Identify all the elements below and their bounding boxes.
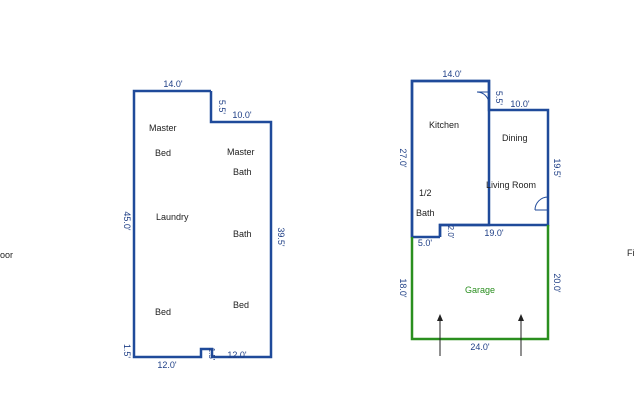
left-dim-top: 14.0' xyxy=(163,79,183,89)
garage-dim-right: 20.0' xyxy=(552,273,562,293)
left-edge-label: oor xyxy=(0,250,13,260)
right-floor-plan: 14.0' 5.5' 10.0' 27.0' 19.5' 5.0' 2.0' 1… xyxy=(398,69,562,356)
garage-dim-left: 18.0' xyxy=(398,278,408,298)
left-dim-step-left: 1.5' xyxy=(122,344,132,359)
room-living: Living Room xyxy=(486,180,536,190)
left-dim-bottom-right: 12.0' xyxy=(227,350,247,360)
room-master-bed-line1: Master xyxy=(149,123,177,133)
door-swing-top xyxy=(476,91,490,105)
room-master-bath-line2: Bath xyxy=(233,167,252,177)
left-floor-plan: 14.0' 5.5' 10.0' 45.0' 39.5' 12.0' 12.0'… xyxy=(122,79,286,370)
right-edge-label: Fi xyxy=(627,248,635,258)
left-dim-step-mid: 1.5' xyxy=(207,348,216,361)
room-dining: Dining xyxy=(502,133,528,143)
right-dim-notch-h: 10.0' xyxy=(510,99,530,109)
left-dim-right: 39.5' xyxy=(276,227,286,247)
garage-dim-bottom: 24.0' xyxy=(470,342,490,352)
right-plan-outline-main xyxy=(410,79,550,237)
right-dim-top: 14.0' xyxy=(442,69,462,79)
left-dim-notch-v: 5.5' xyxy=(217,100,227,115)
room-garage: Garage xyxy=(465,285,495,295)
garage-outline xyxy=(410,225,550,341)
room-kitchen: Kitchen xyxy=(429,120,459,130)
right-dim-step-h: 5.0' xyxy=(418,238,433,248)
room-half-bath-line1: 1/2 xyxy=(419,188,432,198)
room-master-bath-line1: Master xyxy=(227,147,255,157)
right-dim-right: 19.5' xyxy=(552,158,562,178)
right-dim-notch-v: 5.5' xyxy=(494,91,504,106)
room-bed-left: Bed xyxy=(155,307,171,317)
left-plan-outline xyxy=(132,89,273,359)
room-laundry: Laundry xyxy=(156,212,189,222)
door-swing-right xyxy=(534,196,549,211)
left-dim-left: 45.0' xyxy=(122,211,132,231)
room-half-bath-line2: Bath xyxy=(416,208,435,218)
left-dim-bottom-left: 12.0' xyxy=(157,360,177,370)
room-bath: Bath xyxy=(233,229,252,239)
right-dim-left: 27.0' xyxy=(398,148,408,168)
garage-arrow-left xyxy=(437,314,443,356)
left-dim-notch-h: 10.0' xyxy=(232,110,252,120)
garage-arrow-right xyxy=(518,314,524,356)
right-dim-step-v: 2.0' xyxy=(446,226,455,239)
room-master-bed-line2: Bed xyxy=(155,148,171,158)
room-bed-right: Bed xyxy=(233,300,249,310)
right-dim-mid: 19.0' xyxy=(484,228,504,238)
